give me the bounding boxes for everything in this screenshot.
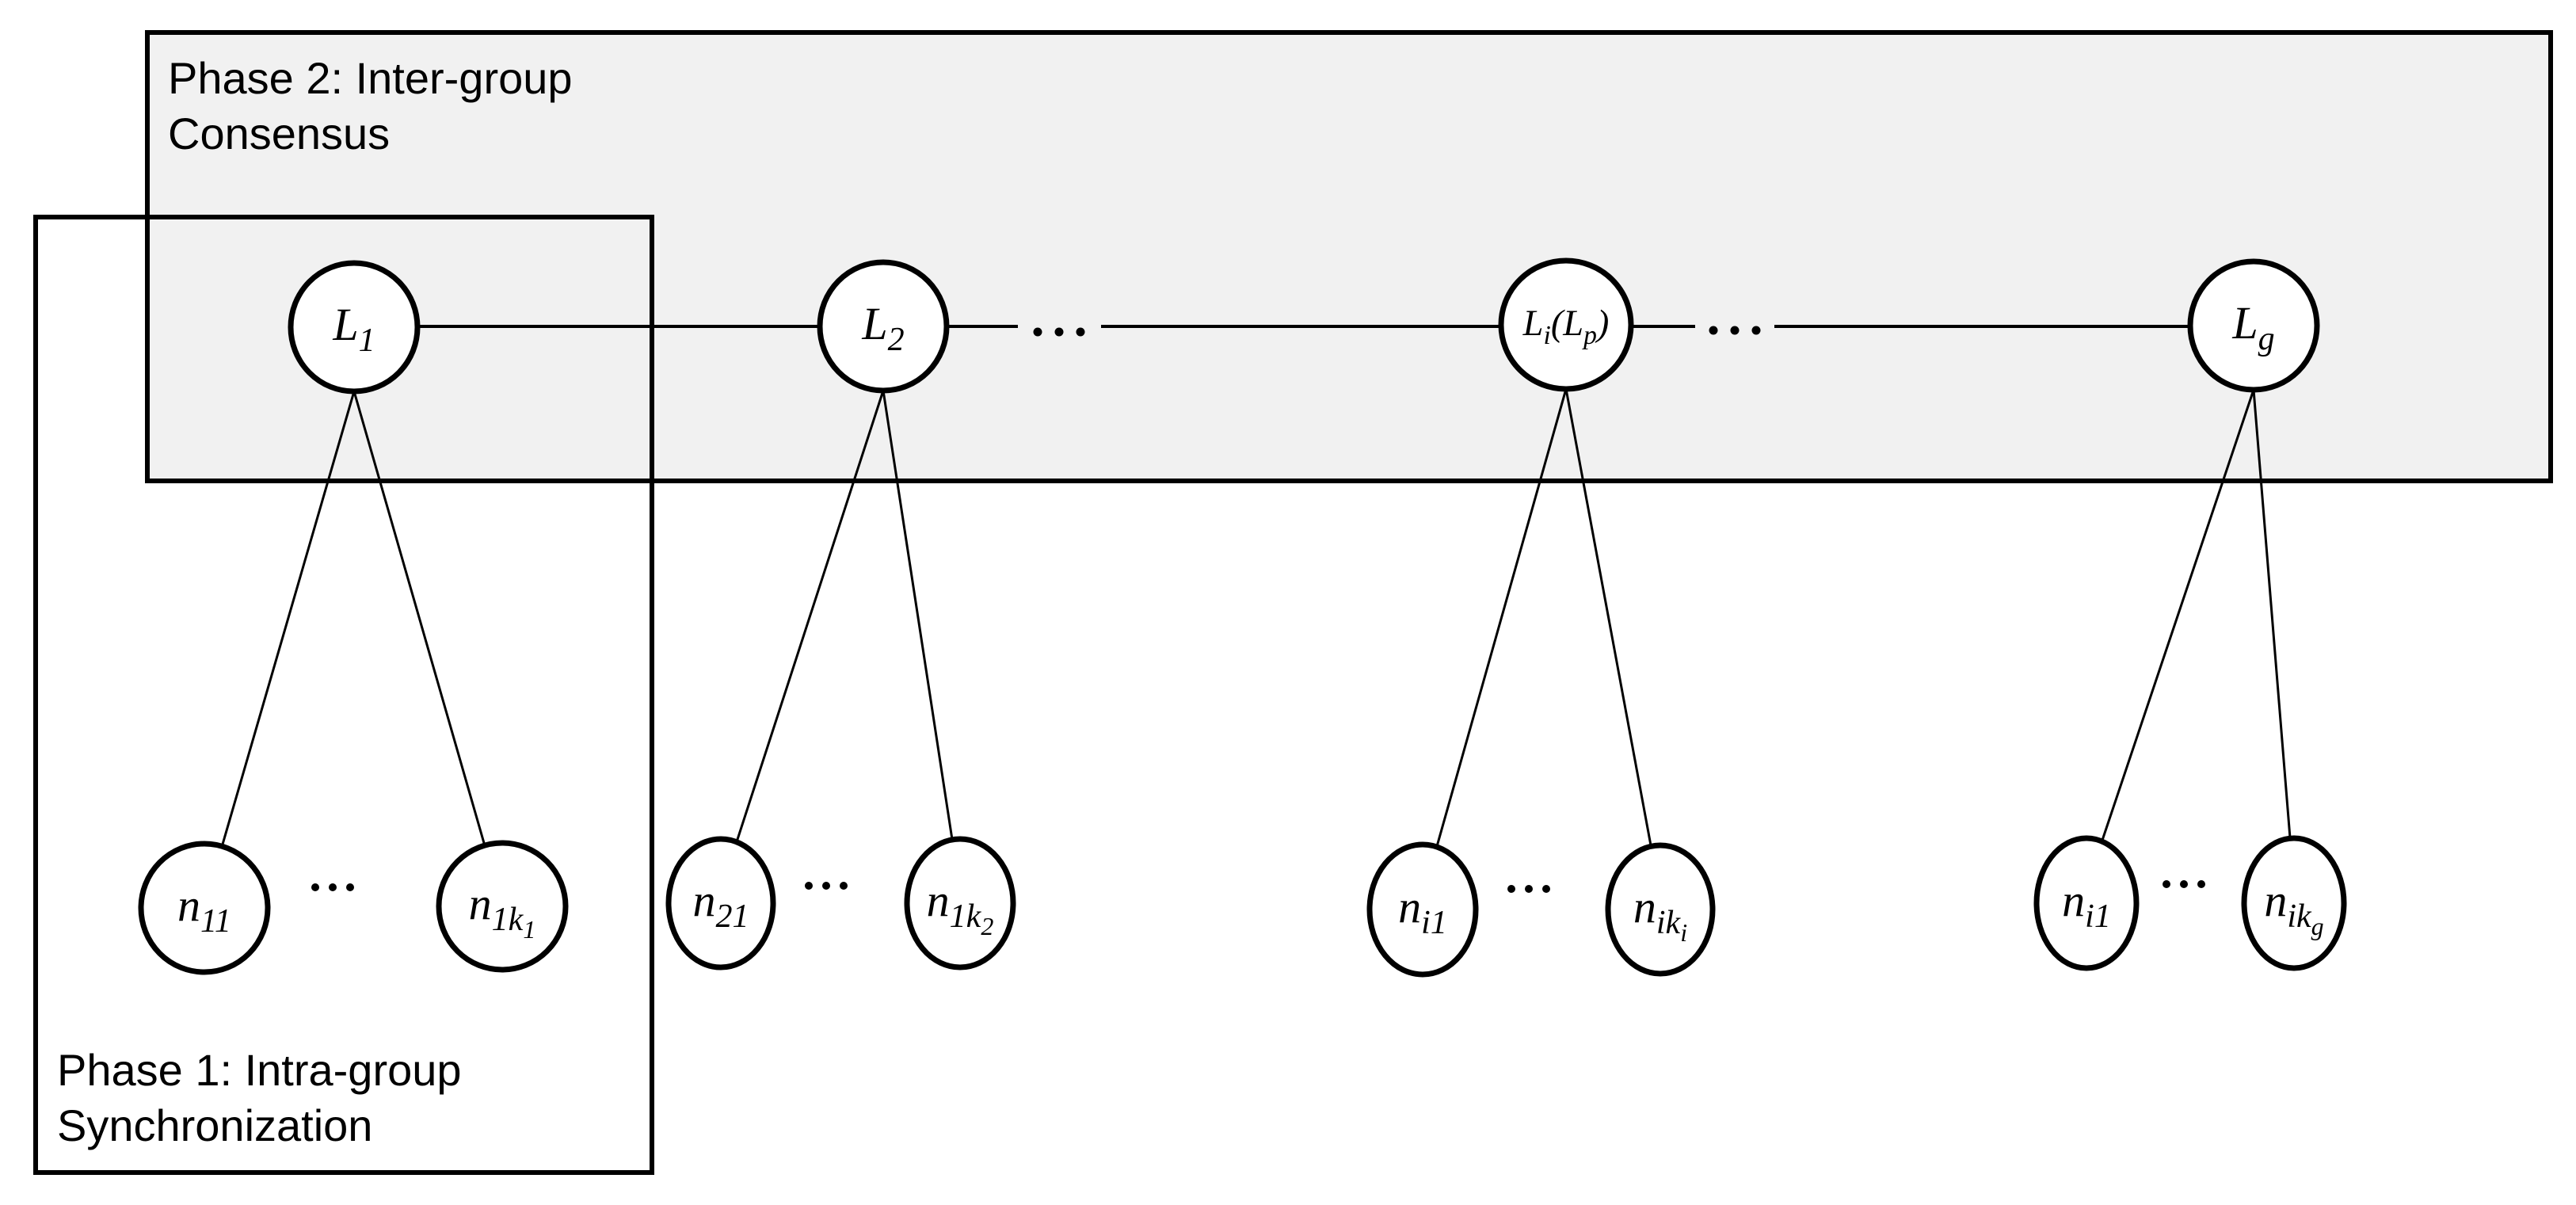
child-ellipsis-2-dot-1 <box>1525 885 1533 893</box>
node-n1k1 <box>436 840 569 973</box>
node-n21 <box>665 836 776 970</box>
node-ni1-g <box>2033 835 2140 971</box>
edge-Li-niki <box>1564 388 1652 847</box>
child-ellipsis-0-dot-1 <box>329 883 337 891</box>
child-ellipsis-2-dot-2 <box>1542 885 1550 893</box>
phase2-box <box>145 30 2553 483</box>
node-L1 <box>288 260 421 395</box>
edge-Lg-ni1-g <box>2101 389 2255 842</box>
leader-ellipsis-1-dot-2 <box>1751 326 1761 335</box>
leader-ellipsis-0-dot-0 <box>1033 327 1042 337</box>
phase1-title-line2: Synchronization <box>57 1100 373 1150</box>
node-label-Li: Li(Lp) <box>1522 303 1610 350</box>
leader-ellipsis-1-dot-1 <box>1730 326 1740 335</box>
child-ellipsis-0-dot-2 <box>346 883 354 891</box>
node-label-n11: n11 <box>177 879 231 940</box>
node-label-nikg: nikg <box>2264 875 2323 940</box>
node-n11 <box>138 841 271 975</box>
node-label-ni1-i: ni1 <box>1398 881 1447 941</box>
child-ellipsis-3-dot-0 <box>2163 880 2170 888</box>
edge-Lg-nikg <box>2252 389 2292 839</box>
child-ellipsis-0-dot-0 <box>311 883 319 891</box>
edge-Li-ni1-i <box>1435 388 1568 848</box>
node-label-niki: niki <box>1633 881 1687 947</box>
child-ellipsis-3-dot-2 <box>2197 880 2205 888</box>
edge-L1-n1k1 <box>352 391 486 846</box>
node-label-L1: L1 <box>332 299 375 359</box>
phase2-title: Phase 2: Inter-group Consensus <box>168 51 573 162</box>
phase1-title: Phase 1: Intra-group Synchronization <box>57 1043 462 1154</box>
leader-ellipsis-0-dot-1 <box>1054 327 1064 337</box>
child-ellipsis-1-dot-0 <box>805 882 813 890</box>
phase1-box <box>33 215 654 1175</box>
child-ellipsis-2-dot-0 <box>1507 885 1515 893</box>
node-label-L2: L2 <box>861 298 904 358</box>
child-ellipsis-1-dot-2 <box>840 882 848 890</box>
edge-L2-n21 <box>735 390 885 843</box>
node-label-n1k1: n1k1 <box>469 878 536 944</box>
node-ni1-i <box>1366 841 1479 978</box>
node-niki <box>1605 842 1716 977</box>
phase2-title-line2: Consensus <box>168 109 391 158</box>
edge-L1-n11 <box>220 391 356 847</box>
node-n1k2 <box>904 836 1016 970</box>
node-L2 <box>817 259 950 394</box>
child-ellipsis-3-dot-1 <box>2180 880 2188 888</box>
phase2-title-line1: Phase 2: Inter-group <box>168 53 573 103</box>
node-label-n1k2: n1k2 <box>927 875 994 940</box>
node-label-ni1-g: ni1 <box>2062 875 2111 935</box>
node-label-n21: n21 <box>693 875 749 935</box>
node-Lg <box>2187 258 2320 393</box>
node-Li <box>1498 257 1634 392</box>
leader-ellipsis-1-dot-0 <box>1709 326 1718 335</box>
node-label-Lg: Lg <box>2231 297 2274 357</box>
node-nikg <box>2241 835 2347 971</box>
child-ellipsis-1-dot-1 <box>822 882 830 890</box>
edge-L2-n1k2 <box>882 390 954 841</box>
phase1-title-line1: Phase 1: Intra-group <box>57 1045 462 1095</box>
leader-ellipsis-0-dot-2 <box>1076 327 1085 337</box>
